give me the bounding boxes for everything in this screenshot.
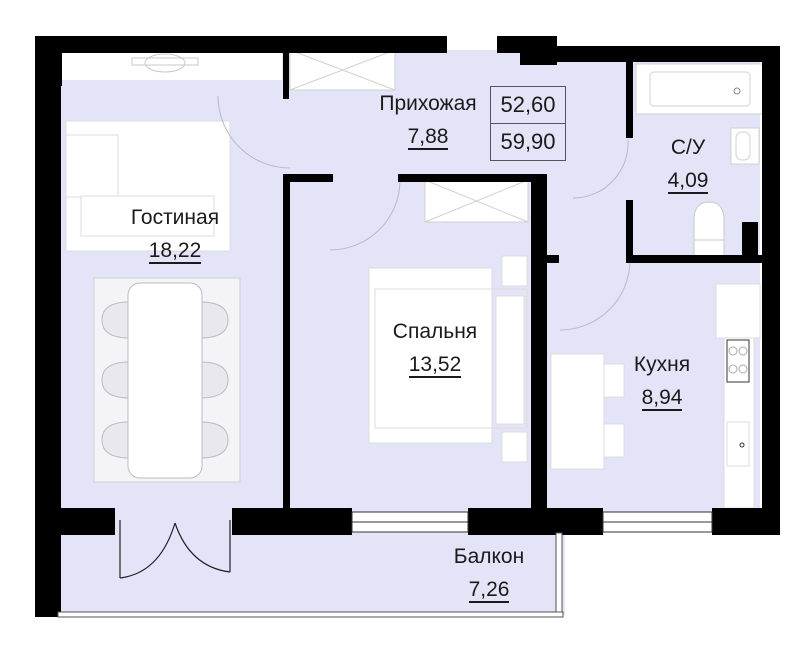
- windows: [57, 511, 713, 618]
- bed: [368, 255, 528, 463]
- room-name: Гостиная: [130, 206, 220, 229]
- room-label-bedroom: Спальня 13,52: [375, 320, 495, 378]
- room-label-hallway: Прихожая 7,88: [368, 92, 488, 150]
- room-area: 8,94: [641, 386, 683, 411]
- bedroom-closet: [424, 179, 529, 223]
- room-label-balcony: Балкон 7,26: [434, 545, 544, 603]
- room-label-living-room: Гостиная 18,22: [110, 206, 240, 264]
- dining-table: [93, 277, 241, 483]
- room-name: Кухня: [633, 353, 691, 376]
- total-area: 59,90: [491, 123, 565, 160]
- sofa: [65, 120, 231, 252]
- kitchen-table: [550, 353, 625, 470]
- room-name: С/У: [670, 136, 706, 159]
- hallway-closet: [289, 49, 396, 91]
- door-swings: [217, 95, 631, 331]
- kitchen-counter: [715, 283, 761, 509]
- bathroom-sink: [730, 127, 760, 165]
- room-name: Прихожая: [379, 92, 477, 115]
- room-area: 13,52: [408, 353, 462, 378]
- toilet: [693, 201, 725, 257]
- room-label-kitchen: Кухня 8,94: [612, 353, 712, 411]
- room-label-bathroom: С/У 4,09: [648, 136, 728, 194]
- bathtub: [635, 63, 765, 115]
- room-name: Балкон: [453, 545, 525, 568]
- room-area: 7,26: [468, 578, 510, 603]
- area-totals-box: 52,60 59,90: [490, 86, 566, 161]
- balcony-door: [119, 520, 231, 579]
- room-area: 18,22: [148, 239, 202, 264]
- room-area: 4,09: [667, 169, 709, 194]
- room-area: 7,88: [407, 125, 449, 150]
- walls: [35, 36, 780, 617]
- living-area-total: 52,60: [500, 92, 556, 117]
- room-name: Спальня: [392, 320, 478, 343]
